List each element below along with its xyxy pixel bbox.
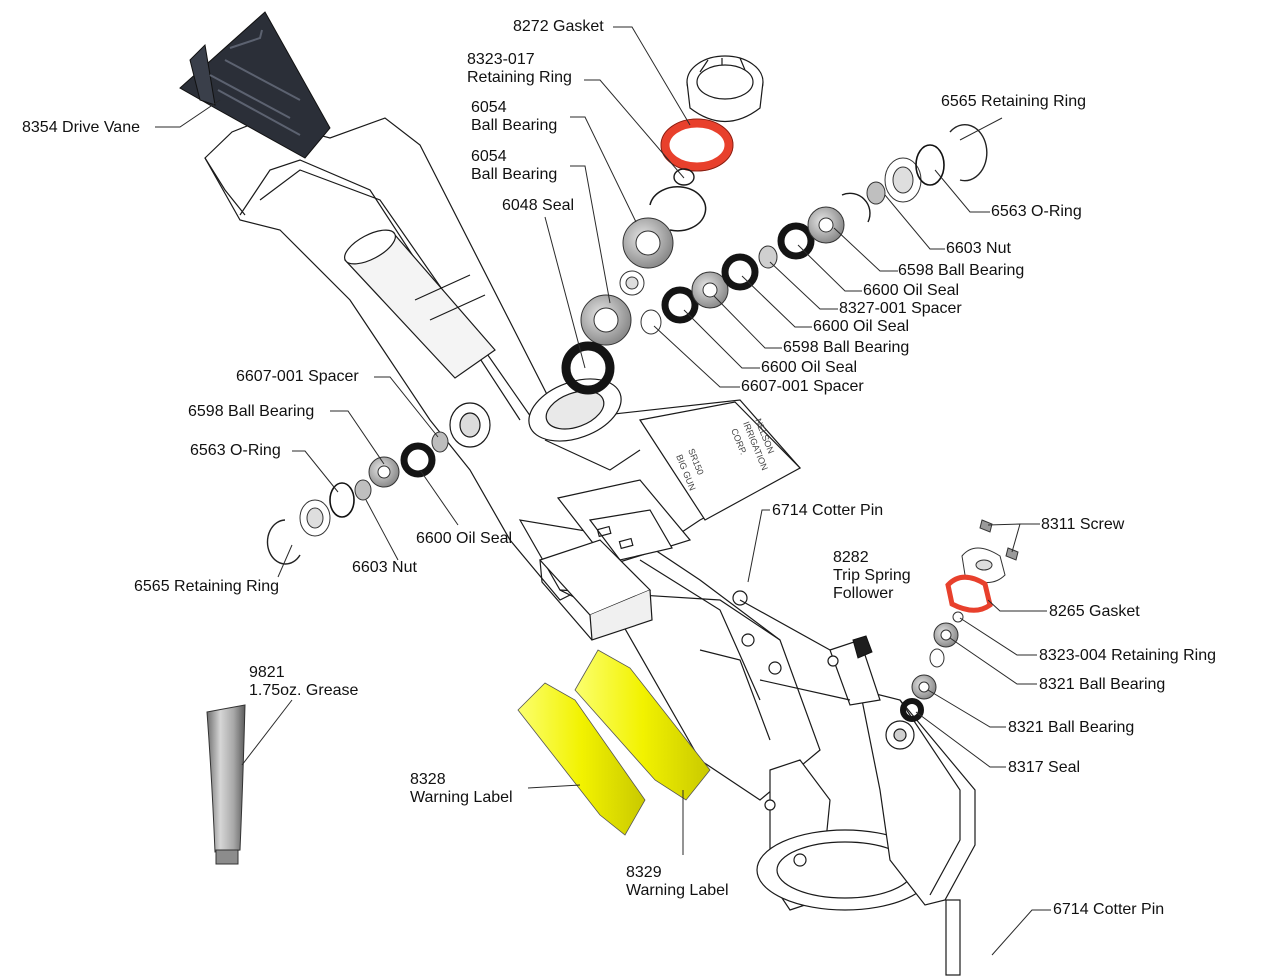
retaining-ring-6565-left-part xyxy=(266,519,301,565)
retaining-ring-8323-004-part xyxy=(952,611,964,623)
seal-6048-part xyxy=(561,341,615,395)
gasket-8272-part xyxy=(660,118,734,172)
label-retaining-ring-6565-top: 6565 Retaining Ring xyxy=(941,93,1086,110)
label-retaining-ring-8323-004: 8323-004 Retaining Ring xyxy=(1039,647,1217,664)
screw-8311-a-part xyxy=(979,519,993,533)
label-oil-seal-6600-r3: 6600 Oil Seal xyxy=(761,359,858,376)
label-retaining-ring-6565-left: 6565 Retaining Ring xyxy=(134,578,279,595)
right-bearing-stack xyxy=(640,123,988,335)
screw-8311-b-part xyxy=(1005,547,1019,561)
label-warning-8328-line1: 8328 xyxy=(410,771,446,788)
label-grease-line2: 1.75oz. Grease xyxy=(249,682,359,699)
oring-6563-left-part xyxy=(329,482,355,518)
label-ball-bearing-6598-r2: 6598 Ball Bearing xyxy=(783,339,910,356)
label-oil-seal-6600-left: 6600 Oil Seal xyxy=(416,530,513,547)
label-warning-8329-line2: Warning Label xyxy=(626,882,729,899)
label-trip-spring-line3: Follower xyxy=(833,585,894,602)
label-ball-bearing-6598-left: 6598 Ball Bearing xyxy=(188,403,315,420)
oil-seal-6600-r1-part xyxy=(777,222,815,260)
oil-seal-6600-r3-part xyxy=(661,286,699,324)
left-bearing-stack xyxy=(266,431,449,565)
label-trip-spring-line2: Trip Spring xyxy=(833,567,911,584)
warning-label-8328-part xyxy=(517,682,646,836)
oil-seal-6600-r2-part xyxy=(721,253,759,291)
upper-bearing-stack xyxy=(561,168,707,395)
label-retaining-ring-8323-017-line1: 8323-017 xyxy=(467,51,535,68)
label-drive-vane: 8354 Drive Vane xyxy=(22,119,140,136)
nut-6603-left-part xyxy=(354,479,372,501)
spacer-6607-001-left-part xyxy=(431,431,449,453)
seal-8317-part xyxy=(900,698,924,722)
label-oring-6563-left: 6563 O-Ring xyxy=(190,442,281,459)
oil-seal-6600-left-part xyxy=(400,442,436,478)
top-cap-part xyxy=(686,55,764,123)
retaining-ring-6565-top-part xyxy=(949,123,988,182)
label-warning-8329-line1: 8329 xyxy=(626,864,662,881)
label-oil-seal-6600-r1: 6600 Oil Seal xyxy=(863,282,960,299)
label-ball-bearing-6054-a-line2: Ball Bearing xyxy=(471,117,558,134)
label-ball-bearing-6054-b-line2: Ball Bearing xyxy=(471,166,558,183)
label-oring-6563-right: 6563 O-Ring xyxy=(991,203,1082,220)
label-spacer-6607-001-right: 6607-001 Spacer xyxy=(741,378,864,395)
label-nut-6603-left: 6603 Nut xyxy=(352,559,417,576)
nut-6603-right-part xyxy=(866,181,886,205)
spacer-8327-001-part xyxy=(758,245,778,269)
label-spacer-8327-001: 8327-001 Spacer xyxy=(839,300,962,317)
label-cotter-pin-6714-bottom: 6714 Cotter Pin xyxy=(1053,901,1165,918)
grease-tube-part xyxy=(206,704,246,865)
label-grease-line1: 9821 xyxy=(249,664,285,681)
c-ring-upper-part xyxy=(649,186,707,232)
lower-right-parts xyxy=(852,519,1019,722)
oring-6563-right-part xyxy=(915,144,945,186)
label-spacer-6607-001-left: 6607-001 Spacer xyxy=(236,368,359,385)
label-nut-6603-right: 6603 Nut xyxy=(946,240,1011,257)
label-ball-bearing-6598-r1: 6598 Ball Bearing xyxy=(898,262,1025,279)
label-ball-bearing-6054-b-line1: 6054 xyxy=(471,148,507,165)
retaining-ring-8323-017-part xyxy=(673,168,695,186)
label-cotter-pin-6714-mid: 6714 Cotter Pin xyxy=(772,502,884,519)
label-trip-spring-line1: 8282 xyxy=(833,549,869,566)
label-seal-6048: 6048 Seal xyxy=(502,197,575,214)
warning-label-8329-part xyxy=(574,649,711,801)
label-oil-seal-6600-r2: 6600 Oil Seal xyxy=(813,318,910,335)
leader-lines xyxy=(155,26,1051,956)
c-ring-right-part xyxy=(841,192,871,223)
gasket-8265-part xyxy=(945,574,993,613)
trip-spring-follower-part xyxy=(852,635,873,659)
label-ball-bearing-8321-a: 8321 Ball Bearing xyxy=(1039,676,1166,693)
label-ball-bearing-6054-a-line1: 6054 xyxy=(471,99,507,116)
sprinkler-body xyxy=(204,117,976,976)
label-retaining-ring-8323-017-line2: Retaining Ring xyxy=(467,69,572,86)
label-seal-8317: 8317 Seal xyxy=(1008,759,1081,776)
label-gasket-8265: 8265 Gasket xyxy=(1049,603,1140,620)
label-gasket-8272: 8272 Gasket xyxy=(513,18,604,35)
drive-vane-part xyxy=(179,11,331,159)
label-screw-8311: 8311 Screw xyxy=(1041,516,1125,533)
label-ball-bearing-8321-b: 8321 Ball Bearing xyxy=(1008,719,1135,736)
label-warning-8328-line2: Warning Label xyxy=(410,789,513,806)
